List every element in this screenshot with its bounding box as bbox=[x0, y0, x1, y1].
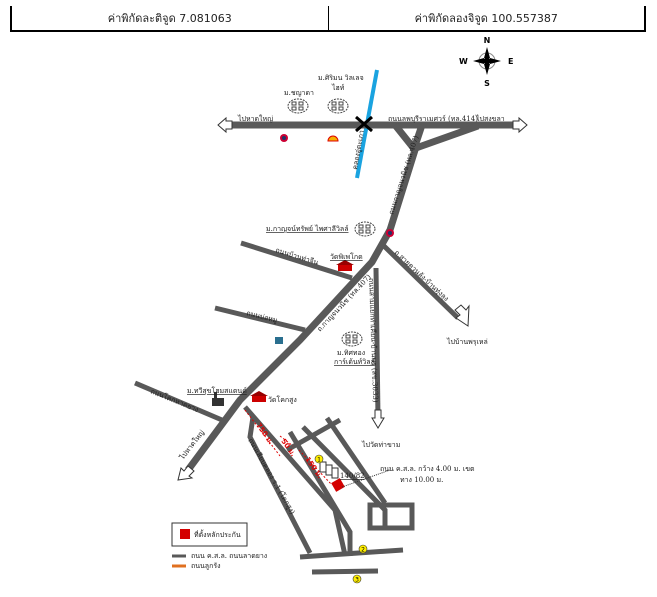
compass-icon: N S E W bbox=[459, 36, 513, 88]
temple-icon bbox=[336, 260, 354, 271]
label-temple-1: วัดพิเพโกด bbox=[330, 252, 363, 261]
label-road-407: ถนนกาญจนวนิช (ทล.407) bbox=[387, 134, 420, 215]
temple-icon bbox=[250, 391, 268, 402]
village-icon bbox=[354, 221, 376, 237]
distance-line bbox=[298, 449, 333, 486]
road-khok bbox=[134, 380, 223, 423]
label-village-1: ม.ชญาดา bbox=[284, 89, 314, 97]
label-village-3: ม.กาญจน์ทรัพย์ ไพศาลีวิลล์ bbox=[266, 224, 348, 233]
marker-3: 3 bbox=[352, 574, 362, 584]
landmark-icon bbox=[275, 337, 283, 344]
collateral-site-marker bbox=[331, 478, 345, 492]
longitude-label: ค่าพิกัดลองจิจูด 100.557387 bbox=[414, 12, 558, 25]
label-road-east: ถ.สายควนลัง-บ้านทุ่งลุง bbox=[393, 249, 450, 303]
label-road-bo: ถนนบ่อหมู bbox=[246, 309, 279, 324]
svg-text:1: 1 bbox=[317, 457, 321, 464]
arrow-south-icon bbox=[371, 409, 385, 429]
village-icon bbox=[327, 98, 349, 114]
buildings bbox=[319, 461, 339, 479]
label-road-note-1: ถนน ค.ส.ล. กว้าง 4.00 ม. เขต bbox=[380, 465, 475, 473]
marker-1: 1 bbox=[314, 454, 324, 464]
label-village-2a: ม.ศิริมน วิลเลจ bbox=[318, 74, 364, 82]
compass-w: W bbox=[459, 57, 468, 66]
shell-station-icon bbox=[327, 135, 339, 142]
road-east bbox=[382, 244, 460, 320]
legend: ที่ตั้งหลักประกัน ถนน ค.ส.ล. ถนนลาดยาง ถ… bbox=[171, 522, 267, 570]
legend-site: ที่ตั้งหลักประกัน bbox=[194, 528, 241, 539]
road-tha-chin bbox=[240, 240, 353, 281]
latitude-label: ค่าพิกัดละติจูด 7.081063 bbox=[12, 6, 329, 30]
label-village-4a: ม.ทิศทอง bbox=[337, 349, 365, 357]
label-road-407b: ถ.กาญจนวนิช (ทล.407) bbox=[316, 273, 373, 334]
label-village-5: ม.ทวีสุขโฮมสแตนด์ bbox=[187, 386, 247, 395]
label-to-hatyai-top: ไปหาดใหญ่ bbox=[237, 114, 273, 123]
svg-text:3: 3 bbox=[355, 577, 359, 584]
arrow-east-icon bbox=[512, 116, 528, 134]
compass-n: N bbox=[484, 36, 491, 45]
village-icon bbox=[341, 331, 363, 347]
coordinates-header: ค่าพิกัดละติจูด 7.081063 ค่าพิกัดลองจิจู… bbox=[10, 6, 646, 32]
label-village-4b: การ์เด้นท์วิลล์ bbox=[334, 358, 375, 366]
legend-site-swatch bbox=[180, 529, 190, 539]
compass-e: E bbox=[508, 57, 513, 66]
arrow-se-icon bbox=[454, 304, 470, 327]
road-bo bbox=[214, 305, 306, 333]
village-icon bbox=[287, 98, 309, 114]
compass-s: S bbox=[484, 79, 490, 88]
label-temple-2: วัดโคกสูง bbox=[268, 395, 297, 404]
svg-text:2: 2 bbox=[361, 547, 365, 554]
label-to-tha-kham: ไปวัดท่าขาม bbox=[361, 440, 400, 449]
road-3033 bbox=[373, 267, 381, 419]
label-road-note-2: ทาง 10.00 ม. bbox=[400, 476, 443, 484]
label-village-2b: ไฮท์ bbox=[331, 83, 345, 92]
arrow-west-icon bbox=[217, 116, 233, 134]
factory-icon bbox=[212, 392, 224, 406]
label-to-songkhla: ไปสงขลา bbox=[475, 114, 505, 123]
direction-arrows bbox=[177, 116, 528, 481]
gas-station-icon bbox=[280, 134, 288, 142]
label-house-no: 140/82 bbox=[340, 472, 365, 480]
roads bbox=[134, 121, 515, 575]
junction-icon bbox=[355, 115, 373, 133]
label-to-east: ไปบ้านพรุเหล่ bbox=[446, 337, 488, 346]
arrow-sw-icon bbox=[177, 465, 195, 481]
distance-line bbox=[244, 409, 281, 457]
road-note-leader bbox=[341, 469, 391, 488]
gas-station-icon bbox=[386, 229, 394, 237]
legend-laterite: ถนนลูกรัง bbox=[191, 562, 221, 570]
legend-paved: ถนน ค.ส.ล. ถนนลาดยาง bbox=[191, 552, 267, 560]
label-main-road: ถนนลพบุรีราเมศวร์ (ทล.414) bbox=[388, 115, 478, 123]
distance-line bbox=[279, 435, 294, 447]
marker-2: 2 bbox=[358, 544, 368, 554]
